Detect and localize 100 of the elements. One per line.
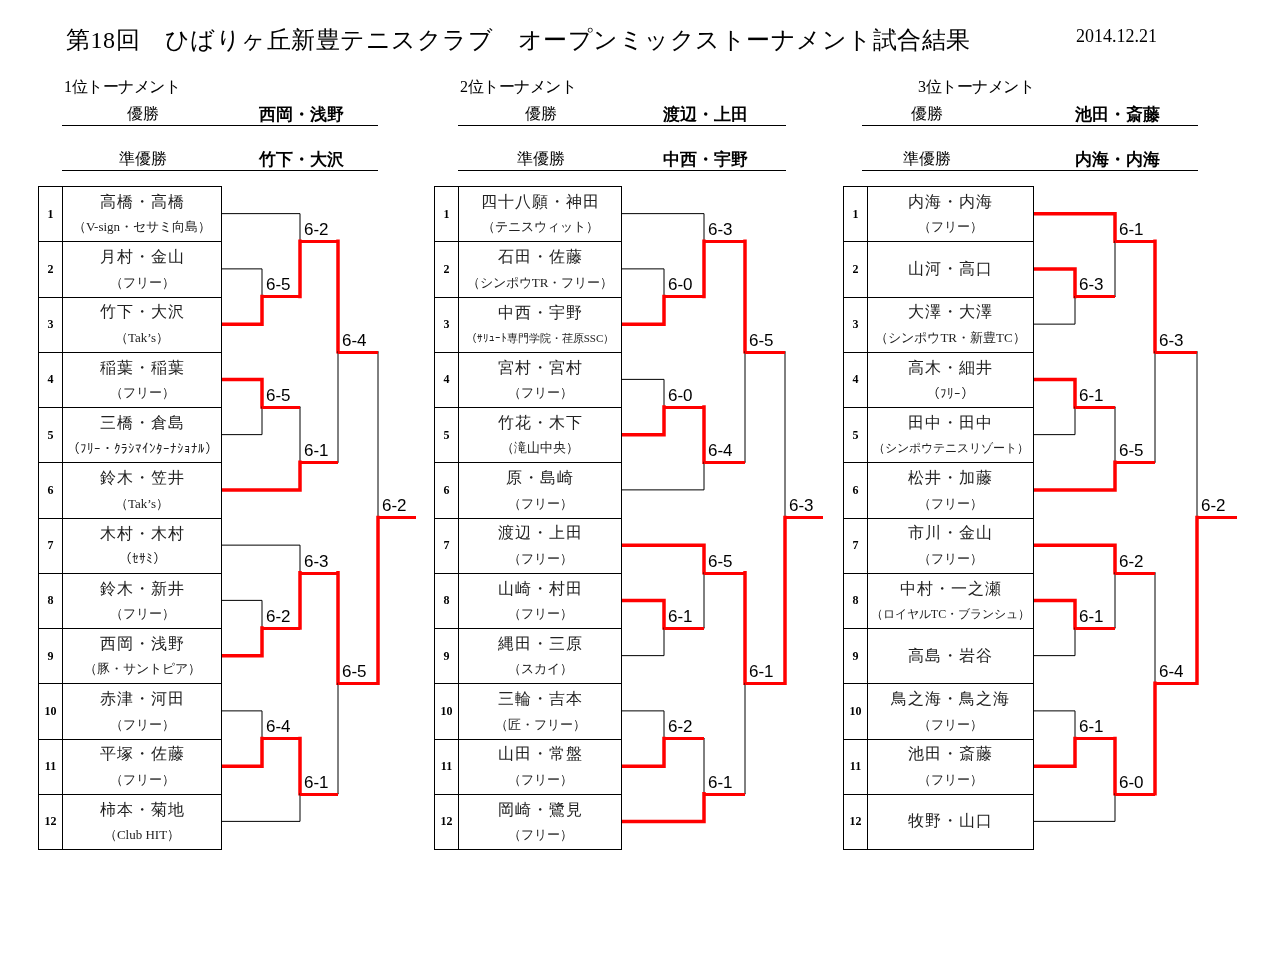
club-name: （フリー） [918,549,983,568]
winner-line [1032,377,1077,409]
player-names: 西岡・浅野 [99,633,185,654]
winner-line [336,571,340,685]
bracket-line [621,378,665,408]
club-name: （フリー） [109,384,175,403]
team-cell [867,793,1034,850]
pair-name: 内海・内海 [1075,149,1160,171]
result-label: 準優勝 [516,149,566,169]
winner-line [220,736,264,768]
match-score: 6-4 [1155,661,1197,685]
match-score: 6-0 [664,274,704,299]
match-score: 6-4 [338,329,378,354]
match-score: 6-0 [664,384,704,409]
winner-line [298,736,302,796]
club-name: （フリー） [507,826,573,845]
bracket-line [1033,627,1076,657]
winner-line [702,239,706,299]
bracket-line [744,351,746,463]
team-cell [458,793,622,850]
club-name: （フリー） [109,770,175,789]
winner-line [620,792,706,824]
winner-line [1032,267,1077,299]
club-name: （スカイ） [507,660,573,679]
match-score: 6-2 [378,495,416,520]
bracket-line [221,544,301,574]
match-score: 6-5 [1115,440,1155,464]
player-names: 山崎・村田 [497,578,583,599]
player-names: 鈴木・笠井 [99,468,185,489]
bracket-line [221,213,301,242]
club-name: （シンポウTR・フリー） [466,273,614,292]
player-names: 縄田・三原 [497,633,583,654]
player-names: 平塚・佐藤 [99,744,185,765]
club-name: （ロイヤルTC・ブランシュ） [870,605,1031,623]
player-names: 鈴木・新井 [99,578,185,599]
match-score: 6-1 [300,771,338,796]
pair-name: 渡辺・上田 [663,104,748,126]
club-name: （ｻﾘｭｰﾄ専門学院・荏原SSC） [465,331,615,347]
player-names: 高島・岩谷 [908,645,993,666]
tournament-heading: 2位トーナメント [460,77,576,97]
winner-line [1195,515,1199,685]
match-score: 6-4 [704,440,745,464]
player-names: 山田・常盤 [497,744,583,765]
winner-line [1032,598,1077,630]
winner-line [220,294,264,326]
club-name: （フリー） [109,605,175,624]
match-score: 6-2 [262,605,300,630]
pair-name: 竹下・大沢 [259,149,344,171]
winner-line [1032,211,1117,243]
team-cell [867,186,1034,243]
match-score: 6-5 [745,329,785,354]
winner-line [220,460,302,492]
match-score: 6-1 [1075,384,1115,409]
bracket-line [1033,296,1076,325]
player-names: 月村・金山 [99,247,185,268]
club-name: （テニスウィット） [481,218,599,237]
winner-line [220,626,264,658]
match-score: 6-0 [1115,771,1155,796]
club-name: （ﾌﾘｰ・ｸﾗｼﾏｲﾝﾀｰﾅｼｮﾅﾙ） [66,440,218,457]
player-names: 岡崎・鷺見 [497,799,583,820]
club-name: （フリー） [918,715,983,734]
winner-line [743,571,747,685]
bracket-line [621,710,665,739]
match-score: 6-1 [704,771,745,796]
bracket-line [703,738,705,795]
match-score: 6-1 [664,605,704,630]
winner-line [783,515,787,685]
bracket-line [337,682,339,795]
player-names: 三橋・倉島 [99,413,185,434]
bracket-line [1154,572,1156,684]
winner-line [1153,239,1157,354]
bracket-line [621,213,705,242]
player-names: 木村・木村 [99,523,185,544]
bracket-line [1114,572,1116,629]
player-names: 牧野・山口 [908,811,993,832]
club-name: （滝山中央） [501,439,579,458]
tournament-heading: 1位トーナメント [64,77,180,97]
match-score: 6-5 [704,550,745,575]
winner-line [298,239,302,299]
winner-line [620,294,666,326]
club-name: （V-sign・セサミ向島） [72,218,212,237]
bracket-line [1033,710,1076,739]
bracket-line [621,461,705,491]
match-score: 6-3 [1155,329,1197,354]
bracket-line [221,710,263,739]
player-names: 田中・田中 [908,413,993,434]
bracket-line [621,627,665,657]
player-names: 大澤・大澤 [908,302,993,323]
club-name: （Tak’s） [115,328,169,347]
winner-line [702,405,706,464]
club-name: （豚・サントピア） [83,660,201,679]
match-score: 6-3 [785,495,823,520]
match-score: 6-5 [262,384,300,409]
club-name: （フリー） [109,273,175,292]
player-names: 石田・佐藤 [497,247,583,268]
bracket-line [744,682,746,795]
bracket-line [221,599,263,629]
player-names: 内海・内海 [908,191,993,212]
bracket-line [1033,793,1116,822]
match-score: 6-1 [300,440,338,464]
